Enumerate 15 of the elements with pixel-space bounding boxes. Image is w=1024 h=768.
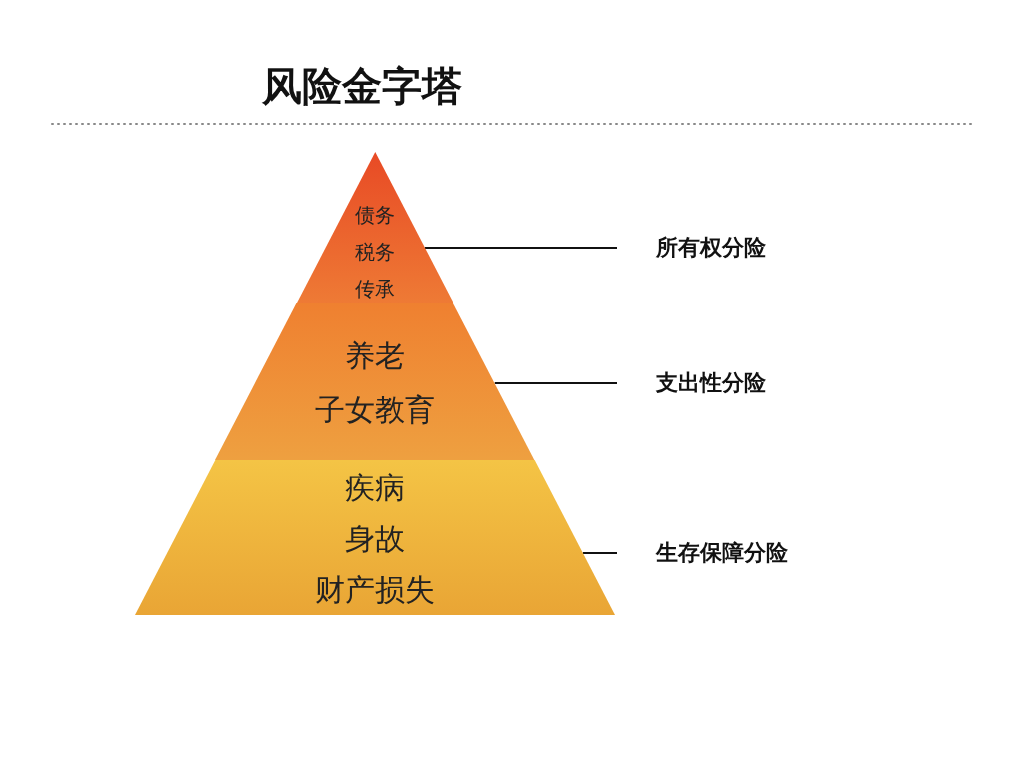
band-text: 财产损失 — [314, 571, 436, 609]
band-text: 税务 — [354, 239, 396, 266]
band-text: 疾病 — [344, 469, 406, 507]
band-text: 子女教育 — [314, 391, 436, 429]
title: 风险金字塔 — [262, 62, 462, 111]
band-text: 传承 — [354, 276, 396, 303]
band-text: 债务 — [354, 202, 396, 229]
leader-line — [581, 552, 618, 554]
category-label: 所有权分险 — [656, 233, 766, 263]
leader-line — [493, 382, 618, 384]
leader-line — [423, 247, 618, 249]
band-text: 养老 — [344, 337, 406, 375]
category-label: 生存保障分险 — [656, 538, 788, 568]
category-label: 支出性分险 — [656, 368, 766, 398]
band-text: 身故 — [344, 520, 406, 558]
